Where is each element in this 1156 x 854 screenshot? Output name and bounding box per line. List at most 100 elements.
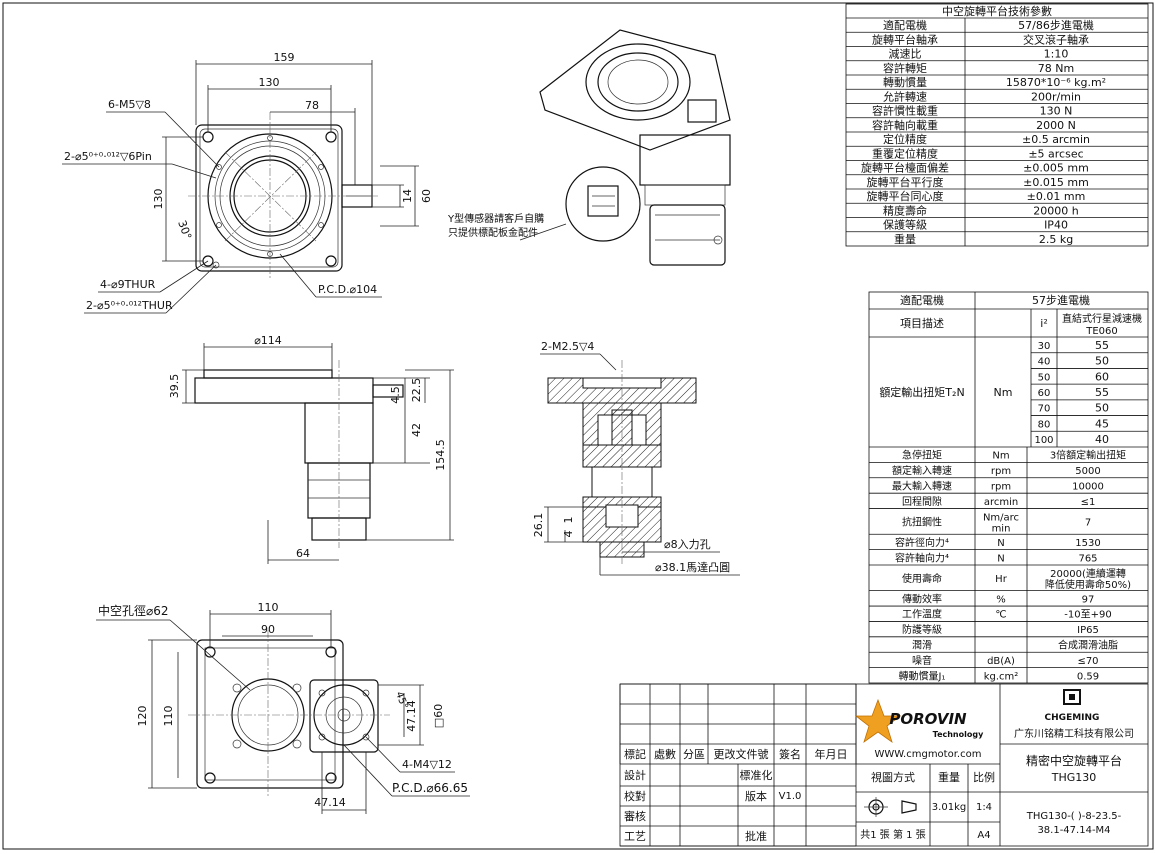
isometric-view: Y型傳感器請客戶自購 只提供標配板金配件 <box>447 29 731 266</box>
ratio-value: 70 <box>1038 404 1051 415</box>
dim-47-14-vertical: 47.14 <box>405 700 418 732</box>
product-code: THG130 <box>1051 771 1097 784</box>
side-view: ⌀114 39.5 4.5 22.5 42 154.5 64 <box>168 334 454 564</box>
spec-row-value: 200r/min <box>1031 90 1081 103</box>
weight-label: 重量 <box>938 770 960 784</box>
dim-78: 78 <box>305 99 319 112</box>
spec-row-label: 保護等級 <box>883 218 927 232</box>
weight-value: 3.01kg <box>932 802 966 813</box>
reducer-row-unit: N <box>997 538 1004 549</box>
approve-label: 批准 <box>745 829 767 843</box>
reducer-row-unit: % <box>996 594 1006 605</box>
reducer-item-label: 項目描述 <box>900 316 944 330</box>
version-value: V1.0 <box>779 791 802 802</box>
rev-header: 處數 <box>654 747 676 761</box>
reducer-torque-label: 額定輸出扭矩T₂N <box>879 385 964 399</box>
callout-pcd104: P.C.D.⌀104 <box>318 283 377 296</box>
dim-130: 130 <box>259 76 280 89</box>
reducer-motor-value: 57步進電機 <box>1032 293 1090 307</box>
dim-d114: ⌀114 <box>254 334 282 347</box>
rev-row-label: 審核 <box>624 809 646 823</box>
reducer-row-unit: Hr <box>995 574 1008 585</box>
angle-45: 45° <box>393 690 409 710</box>
reducer-row-label: 容許軸向力⁴ <box>895 551 949 564</box>
ratio-value: 40 <box>1038 357 1051 368</box>
reducer-row-label: 最大輸入轉速 <box>892 479 952 492</box>
reducer-model-line1: 直結式行星減速機 <box>1062 312 1142 325</box>
reducer-row-unit: N <box>997 553 1004 564</box>
spec-row-label: 旋轉平台檯面偏差 <box>861 161 949 175</box>
projection-symbol-icon <box>864 797 917 817</box>
ratio-torque: 50 <box>1095 355 1109 368</box>
iso-note-line1: Y型傳感器請客戶自購 <box>447 212 544 225</box>
spec-row-value: 130 N <box>1040 105 1073 118</box>
view-method-label: 視圖方式 <box>871 770 915 784</box>
label-input-hole: ⌀8入力孔 <box>664 538 711 551</box>
ratio-torque: 55 <box>1095 339 1109 352</box>
label-motor-boss: ⌀38.1馬達凸圓 <box>655 561 730 574</box>
reducer-row-value: 0.59 <box>1077 671 1099 682</box>
ratio-value: 100 <box>1034 435 1053 446</box>
reducer-row-value: ≤1 <box>1081 497 1096 508</box>
ratio-torque: 40 <box>1095 433 1109 446</box>
rev-row-label: 設計 <box>624 768 646 782</box>
reducer-row-value: 5000 <box>1075 466 1100 477</box>
dim-22-5: 22.5 <box>410 378 423 403</box>
reducer-row-unit: Nm/arc <box>983 512 1019 523</box>
reducer-motor-label: 適配電機 <box>900 293 944 307</box>
label-hollow-62: 中空孔徑⌀62 <box>98 603 169 618</box>
spec-row-value: ±0.01 mm <box>1027 190 1086 203</box>
top-view: 159 130 78 130 14 60 30° 6-M5▽8 2-⌀5⁰⁺⁰·… <box>62 51 433 314</box>
reducer-row-label: 額定輸入轉速 <box>892 464 952 477</box>
spec-row-value: ±0.005 mm <box>1023 162 1089 175</box>
spec-row-value: 20000 h <box>1033 204 1078 217</box>
reducer-row-label: 轉動慣量J₁ <box>899 669 946 682</box>
rev-header: 更改文件號 <box>714 747 769 761</box>
reducer-row-value: 3倍額定輸出扭矩 <box>1050 449 1126 462</box>
spec-row-label: 容許轉矩 <box>883 61 927 75</box>
dim-4-5: 4.5 <box>389 386 402 404</box>
reducer-row-label: 急停扭矩 <box>902 449 942 462</box>
version-label: 版本 <box>745 789 767 803</box>
angle-30: 30° <box>175 219 194 242</box>
reducer-row-value: ≤70 <box>1077 656 1098 667</box>
rev-row-label: 工艺 <box>624 830 646 843</box>
callout-thru5: 2-⌀5⁰⁺⁰·⁰¹²THUR <box>86 299 173 312</box>
scale-label: 比例 <box>973 770 995 784</box>
spec-row-value: ±0.5 arcmin <box>1022 133 1090 146</box>
reducer-row-label: 工作溫度 <box>902 608 942 621</box>
porovin-logo: POROVIN Technology <box>854 698 984 744</box>
reducer-row-unit: arcmin <box>984 497 1018 508</box>
spec-row-label: 旋轉平台平行度 <box>867 175 944 189</box>
spec-row-value: ±5 arcsec <box>1028 147 1083 160</box>
paper-size: A4 <box>977 830 990 841</box>
website: WWW.cmgmotor.com <box>875 749 982 760</box>
reducer-row-label: 傳動效率 <box>902 592 942 605</box>
product-name: 精密中空旋轉平台 <box>1026 753 1122 768</box>
callout-m2-5: 2-M2.5▽4 <box>541 340 594 353</box>
reducer-row-value: 合成潤滑油脂 <box>1058 639 1118 652</box>
spec-row-value: 2000 N <box>1036 119 1076 132</box>
dim-154-5: 154.5 <box>434 439 447 471</box>
ratio-torque: 45 <box>1095 417 1109 430</box>
dim-110-vertical: 110 <box>162 706 175 727</box>
reducer-row-label: 防護等級 <box>902 623 942 636</box>
ratio-value: 30 <box>1038 341 1051 352</box>
spec-row-value: 2.5 kg <box>1039 233 1073 246</box>
svg-text:POROVIN: POROVIN <box>889 710 967 728</box>
reducer-row-label: 使用壽命 <box>902 572 942 585</box>
reducer-row-unit-cont: min <box>992 523 1011 534</box>
dim-47-14-horizontal: 47.14 <box>314 796 346 809</box>
spec-row-label: 允許轉速 <box>883 89 927 103</box>
dim-42: 42 <box>410 423 423 437</box>
spec-row-label: 旋轉平台同心度 <box>867 189 944 203</box>
spec-row-value: 1:10 <box>1044 48 1069 61</box>
callout-m4: 4-M4▽12 <box>402 758 452 771</box>
reducer-row-label: 回程間隙 <box>902 495 942 508</box>
spec-row-label: 適配電機 <box>883 18 927 32</box>
std-label: 標准化 <box>740 768 773 782</box>
reducer-row-value: IP65 <box>1077 625 1099 636</box>
ratio-torque: 50 <box>1095 402 1109 415</box>
